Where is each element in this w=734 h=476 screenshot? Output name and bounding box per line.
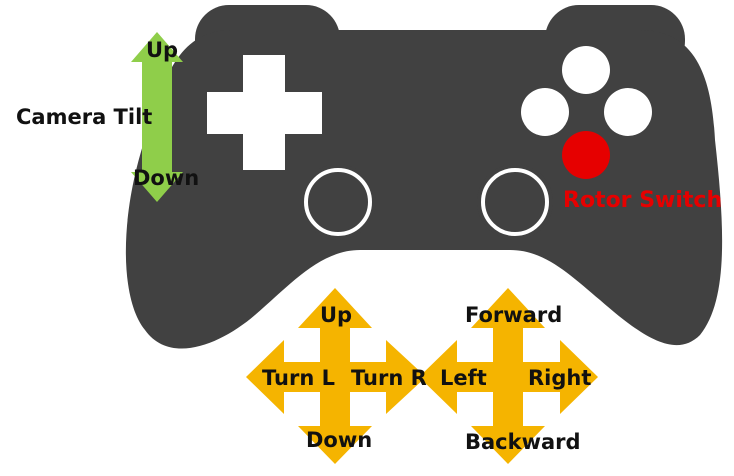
left-stick-arrows-icon <box>246 288 426 464</box>
face-button-left <box>521 88 569 136</box>
left-stick-down-label: Down <box>306 428 373 452</box>
camera-tilt-up-label: Up <box>146 38 179 62</box>
right-analog-stick <box>477 164 553 240</box>
rotor-switch-label: Rotor Switch <box>563 188 723 213</box>
camera-tilt-arrow-icon <box>131 32 183 202</box>
right-stick-right-label: Right <box>528 366 592 390</box>
left-stick-turn-left-label: Turn L <box>262 366 335 390</box>
camera-tilt-label: Camera Tilt <box>16 105 153 129</box>
right-stick-backward-label: Backward <box>465 430 581 454</box>
left-stick-turn-right-label: Turn R <box>351 366 427 390</box>
face-button-right <box>604 88 652 136</box>
camera-tilt-down-label: Down <box>133 166 200 190</box>
left-stick-up-label: Up <box>320 303 353 327</box>
right-stick-arrows-icon <box>419 288 598 464</box>
face-button-top <box>562 46 610 94</box>
right-stick-left-label: Left <box>440 366 487 390</box>
gamepad-body <box>125 5 723 349</box>
rotor-switch-button <box>562 131 610 179</box>
left-analog-stick <box>300 164 376 240</box>
dpad-icon <box>207 55 322 170</box>
right-stick-forward-label: Forward <box>465 303 563 327</box>
